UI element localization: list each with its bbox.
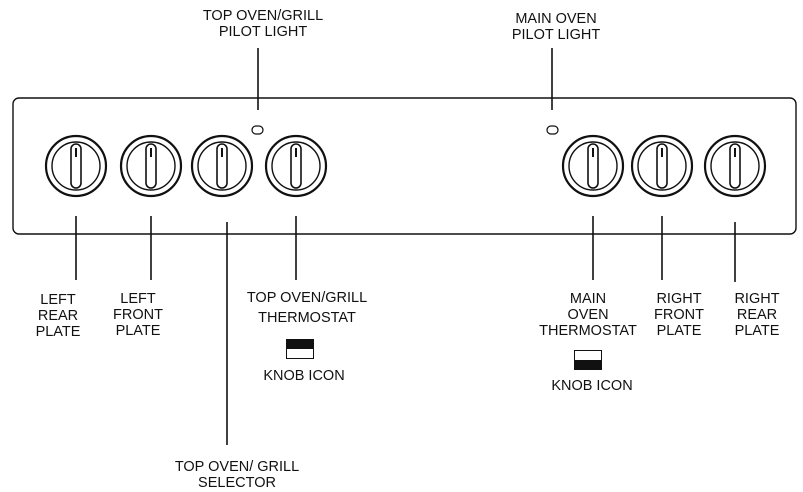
label-right-rear-plate: RIGHT REAR PLATE [734, 291, 780, 339]
knob-icon-left-bottom [287, 349, 313, 358]
knob-grip [729, 143, 741, 189]
knob-grip [290, 143, 302, 189]
label-main-oven-pilot-light: MAIN OVEN PILOT LIGHT [511, 11, 601, 43]
knob-icon-swatch-right [574, 350, 602, 370]
knob-icon-swatch-left [286, 339, 314, 359]
label-main-oven-thermostat: MAIN OVEN THERMOSTAT [539, 291, 637, 339]
label-top-oven-pilot-light: TOP OVEN/GRILL PILOT LIGHT [202, 8, 324, 40]
label-knob-icon-left: KNOB ICON [263, 368, 345, 384]
knob-main-oven-thermostat[interactable] [561, 134, 625, 198]
label-right-front-plate: RIGHT FRONT PLATE [654, 291, 704, 339]
knob-left-front-plate[interactable] [119, 134, 183, 198]
knob-top-oven-grill-thermostat[interactable] [264, 134, 328, 198]
knob-grip [70, 143, 82, 189]
knob-icon-right-top [575, 351, 601, 360]
label-left-front-plate: LEFT FRONT PLATE [113, 291, 163, 339]
knob-grip [587, 143, 599, 189]
knob-left-rear-plate[interactable] [44, 134, 108, 198]
knob-top-oven-grill-selector[interactable] [190, 134, 254, 198]
main-oven-pilot-light [546, 125, 559, 135]
knob-icon-left-top [287, 340, 313, 349]
label-knob-icon-right: KNOB ICON [551, 378, 633, 394]
knobs [44, 134, 767, 198]
knob-grip [216, 143, 228, 189]
knob-right-rear-plate[interactable] [703, 134, 767, 198]
control-panel [12, 97, 797, 235]
leader-lines [75, 48, 736, 445]
top-oven-pilot-light [251, 125, 264, 135]
label-top-oven-grill-selector: TOP OVEN/ GRILL SELECTOR [174, 459, 300, 491]
label-top-oven-grill-thermostat: TOP OVEN/GRILL THERMOSTAT [246, 290, 368, 326]
knob-right-front-plate[interactable] [630, 134, 694, 198]
knob-grip [656, 143, 668, 189]
label-left-rear-plate: LEFT REAR PLATE [35, 292, 81, 340]
knob-grip [145, 143, 157, 189]
knob-icon-right-bottom [575, 360, 601, 369]
